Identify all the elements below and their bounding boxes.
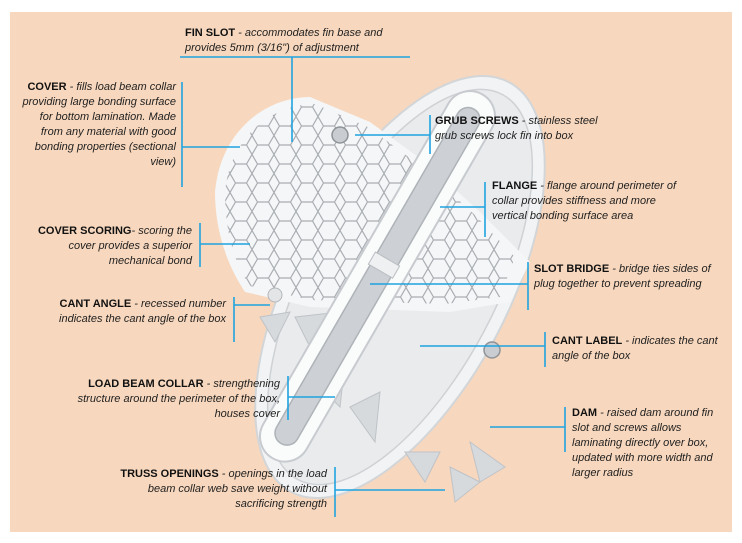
diagram-canvas: FIN SLOT - accommodates fin base and pro… [10, 12, 732, 532]
fin-slot-title: FIN SLOT [185, 27, 235, 39]
callout-grub-screws: GRUB SCREWS - stainless steel grub screw… [435, 114, 620, 144]
callout-slot-bridge: SLOT BRIDGE - bridge ties sides of plug … [534, 262, 724, 292]
dam-title: DAM [572, 407, 597, 419]
callout-cover: COVER - fills load beam collar providing… [18, 80, 176, 170]
callout-cant-angle: CANT ANGLE - recessed number indicates t… [58, 297, 226, 327]
callout-cant-label: CANT LABEL - indicates the cant angle of… [552, 334, 722, 364]
grub-screws-title: GRUB SCREWS [435, 115, 519, 127]
cant-angle-title: CANT ANGLE [60, 298, 132, 310]
truss-openings-title: TRUSS OPENINGS [120, 468, 218, 480]
grub-screw-lower [484, 342, 500, 358]
cant-angle-recess [268, 288, 282, 302]
cover-desc: - fills load beam collar providing large… [23, 81, 177, 168]
slot-bridge-title: SLOT BRIDGE [534, 263, 609, 275]
cover-scoring-title: COVER SCORING [38, 225, 132, 237]
cover-title: COVER [27, 81, 66, 93]
load-beam-title: LOAD BEAM COLLAR [88, 378, 204, 390]
callout-load-beam-collar: LOAD BEAM COLLAR - strengthening structu… [58, 377, 280, 422]
callout-flange: FLANGE - flange around perimeter of coll… [492, 179, 682, 224]
flange-title: FLANGE [492, 180, 537, 192]
callout-dam: DAM - raised dam around fin slot and scr… [572, 406, 727, 481]
callout-cover-scoring: COVER SCORING- scoring the cover provide… [20, 224, 192, 269]
grub-screw-upper [332, 127, 348, 143]
callout-truss-openings: TRUSS OPENINGS - openings in the load be… [112, 467, 327, 512]
cant-label-title: CANT LABEL [552, 335, 622, 347]
callout-fin-slot: FIN SLOT - accommodates fin base and pro… [185, 26, 420, 56]
